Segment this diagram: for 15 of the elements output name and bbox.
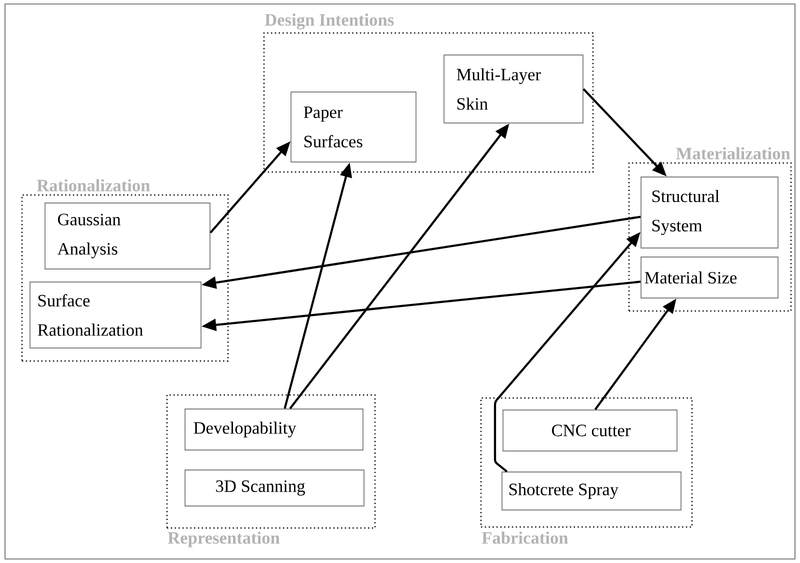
process-box: Gaussian Analysis <box>44 202 210 270</box>
process-box: Paper Surfaces <box>290 92 416 162</box>
node-label: Materialization <box>676 147 790 160</box>
process-box: CNC cutter <box>502 410 678 452</box>
node-label: Rationalization <box>36 179 150 192</box>
node-label: Representation <box>168 532 280 548</box>
process-box: Material Size <box>640 256 778 298</box>
process-box: Structural System <box>640 176 778 248</box>
node-label: Design Intentions <box>264 14 394 30</box>
node-label: Fabrication <box>482 532 568 544</box>
process-box: Multi-Layer Skin <box>444 54 584 124</box>
process-box: 3D Scanning <box>184 470 364 506</box>
process-box: Shotcrete Spray <box>502 472 682 510</box>
process-box: Surface Rationalization <box>30 282 202 348</box>
process-box: Developability <box>184 408 364 450</box>
